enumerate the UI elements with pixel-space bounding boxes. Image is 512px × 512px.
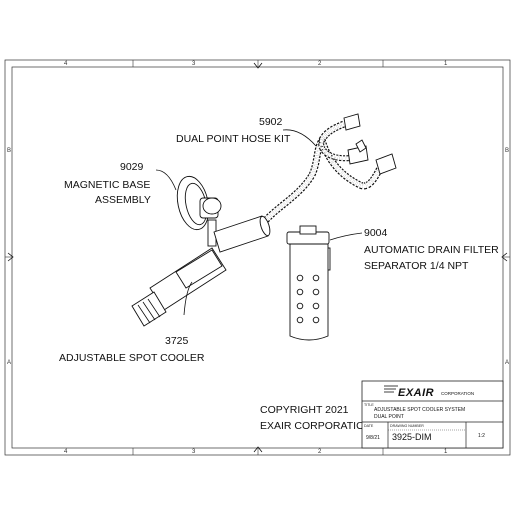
callout-9029-number: 9029 [120,161,144,173]
zone-left-a: A [7,360,11,366]
dual-point-hose-kit [263,113,397,223]
callout-9004-number: 9004 [364,227,388,239]
zone-top-1: 1 [444,61,448,67]
drawing-number-label: DRAWING NUMBER [390,424,424,428]
zone-right-a: A [505,360,509,366]
callout-9029-line1: MAGNETIC BASE [64,179,150,191]
drawing-number-value: 3925-DIM [392,432,432,442]
scale-value: 1:2 [478,433,485,439]
title-line2: DUAL POINT [374,414,404,420]
exair-logo-text: EXAIR [398,387,434,399]
zone-bottom-4: 4 [64,449,68,455]
callout-9004-line2: SEPARATOR 1/4 NPT [364,260,469,272]
date-value: 9/8/21 [366,435,380,441]
zone-right-b: B [505,148,509,154]
callout-5902-number: 5902 [259,116,283,128]
zone-bottom-2: 2 [318,449,322,455]
copyright-line2: EXAIR CORPORATION [260,420,372,432]
spot-cooler [131,215,271,327]
magnetic-base [176,175,222,247]
callout-3725-number: 3725 [165,335,189,347]
zone-top-2: 2 [318,61,322,67]
zone-bottom-1: 1 [444,449,448,455]
zone-top-4: 4 [64,61,68,67]
title-block [361,380,504,449]
centering-marks [7,62,508,453]
zone-ticks [5,60,510,455]
drain-filter-separator [286,225,331,341]
zone-top-3: 3 [192,61,196,67]
zone-bottom-3: 3 [192,449,196,455]
exair-logo: EXAIR [384,385,434,399]
callout-9029-line2: ASSEMBLY [95,194,151,206]
zone-left-b: B [7,148,11,154]
callout-5902-name: DUAL POINT HOSE KIT [176,133,291,145]
callout-9004-line1: AUTOMATIC DRAIN FILTER [364,244,499,256]
date-label: DATE [364,424,374,428]
outer-border [4,59,511,456]
title-label: TITLE [364,403,374,407]
copyright-line1: COPYRIGHT 2021 [260,404,349,416]
callout-3725-name: ADJUSTABLE SPOT COOLER [59,352,205,364]
title-line1: ADJUSTABLE SPOT COOLER SYSTEM [374,407,465,413]
corporation-label: CORPORATION [441,391,474,396]
leader-lines [155,129,363,316]
